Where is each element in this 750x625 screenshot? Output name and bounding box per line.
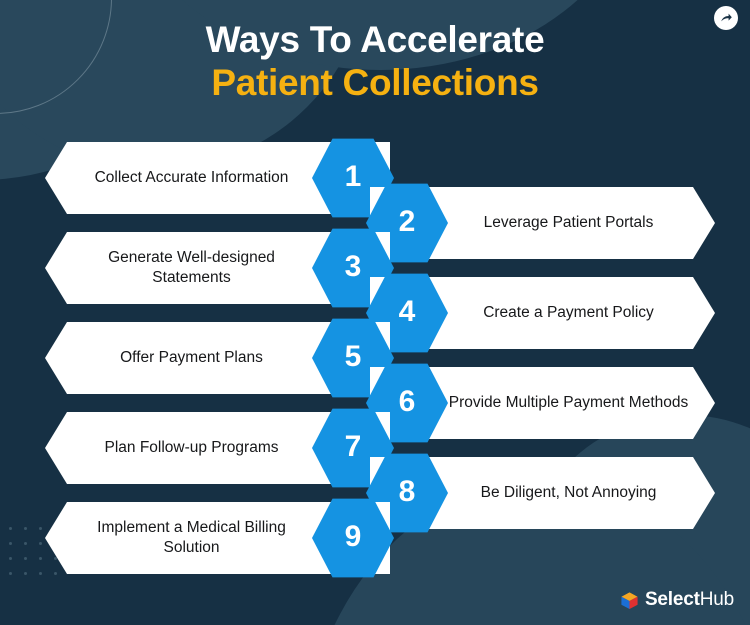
steps-list: Collect Accurate Information 1 Leverage … [0, 138, 750, 592]
selecthub-wordmark: SelectHub [645, 589, 734, 611]
logo-name-light: Hub [699, 589, 734, 610]
list-item[interactable]: Collect Accurate Information 1 [45, 138, 394, 218]
step-number: 2 [398, 205, 416, 238]
list-item[interactable]: Offer Payment Plans 5 [45, 318, 394, 398]
step-number: 4 [398, 295, 416, 328]
step-number: 7 [344, 430, 362, 463]
step-number: 6 [398, 385, 416, 418]
list-item[interactable]: Provide Multiple Payment Methods 6 [366, 363, 715, 443]
title-line-2: Patient Collections [211, 61, 539, 103]
title-line-1: Ways To Accelerate [205, 19, 545, 60]
step-number: 3 [344, 250, 362, 283]
list-item[interactable]: Implement a Medical Billing Solution 9 [45, 498, 394, 578]
step-number: 9 [344, 520, 362, 553]
share-arrow-icon [719, 11, 733, 25]
logo-name-bold: Select [644, 589, 700, 610]
step-number: 8 [398, 475, 416, 508]
selecthub-logo[interactable]: SelectHub [620, 589, 734, 611]
list-item[interactable]: Be Diligent, Not Annoying 8 [366, 453, 715, 533]
share-button[interactable] [714, 6, 738, 30]
step-number: 1 [344, 160, 362, 193]
step-number: 5 [344, 340, 362, 373]
selecthub-cube-icon [620, 591, 639, 610]
list-item[interactable]: Leverage Patient Portals 2 [366, 183, 715, 263]
list-item[interactable]: Generate Well-designed Statements 3 [45, 228, 394, 308]
list-item[interactable]: Plan Follow-up Programs 7 [45, 408, 394, 488]
list-item[interactable]: Create a Payment Policy 4 [366, 273, 715, 353]
page-title: Ways To Accelerate Patient Collections [0, 20, 750, 103]
